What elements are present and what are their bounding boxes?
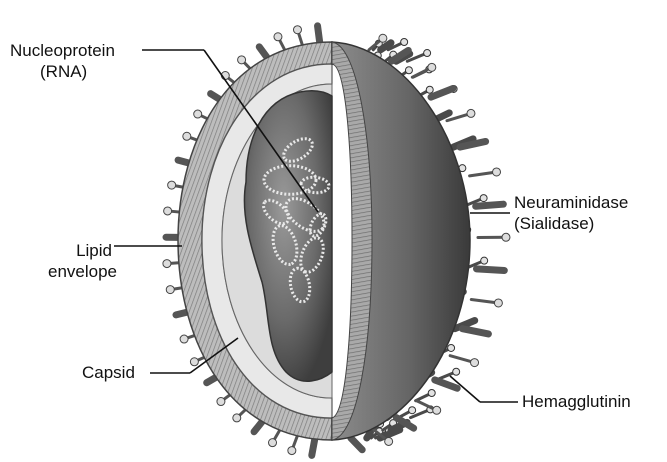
- label-nucleoprotein-line1: Nucleoprotein: [10, 40, 140, 61]
- rim-spike: [431, 88, 453, 97]
- label-capsid-line1: Capsid: [82, 362, 135, 383]
- label-capsid: Capsid: [82, 362, 135, 383]
- label-neuraminidase-line2: (Sialidase): [514, 213, 628, 234]
- rim-spike: [462, 329, 488, 334]
- spike: [274, 33, 286, 52]
- surface-spike: [367, 432, 371, 438]
- rim-spike: [435, 380, 457, 388]
- label-nucleoprotein-line2: (RNA): [10, 61, 140, 82]
- label-lipid-envelope-line1: Lipid: [48, 240, 112, 261]
- label-lipid-envelope-line2: envelope: [48, 261, 112, 282]
- label-hemagglutinin: Hemagglutinin: [522, 391, 631, 412]
- label-lipid-envelope: Lipid envelope: [48, 240, 112, 282]
- spike: [312, 440, 315, 456]
- label-neuraminidase-line1: Neuraminidase: [514, 192, 628, 213]
- label-nucleoprotein: Nucleoprotein (RNA): [10, 40, 140, 82]
- rim-spike: [476, 204, 504, 206]
- spike: [288, 435, 298, 455]
- label-neuraminidase: Neuraminidase (Sialidase): [514, 192, 628, 234]
- rim-spike: [477, 269, 505, 271]
- label-hemagglutinin-line1: Hemagglutinin: [522, 391, 631, 412]
- rim-spike: [412, 63, 435, 77]
- rim-spike: [478, 233, 510, 241]
- spike: [293, 26, 302, 46]
- rim-spike: [470, 168, 501, 176]
- spike: [318, 26, 320, 42]
- rim-spike: [351, 438, 362, 450]
- rim-spike: [471, 299, 502, 307]
- rim-spike: [450, 356, 478, 367]
